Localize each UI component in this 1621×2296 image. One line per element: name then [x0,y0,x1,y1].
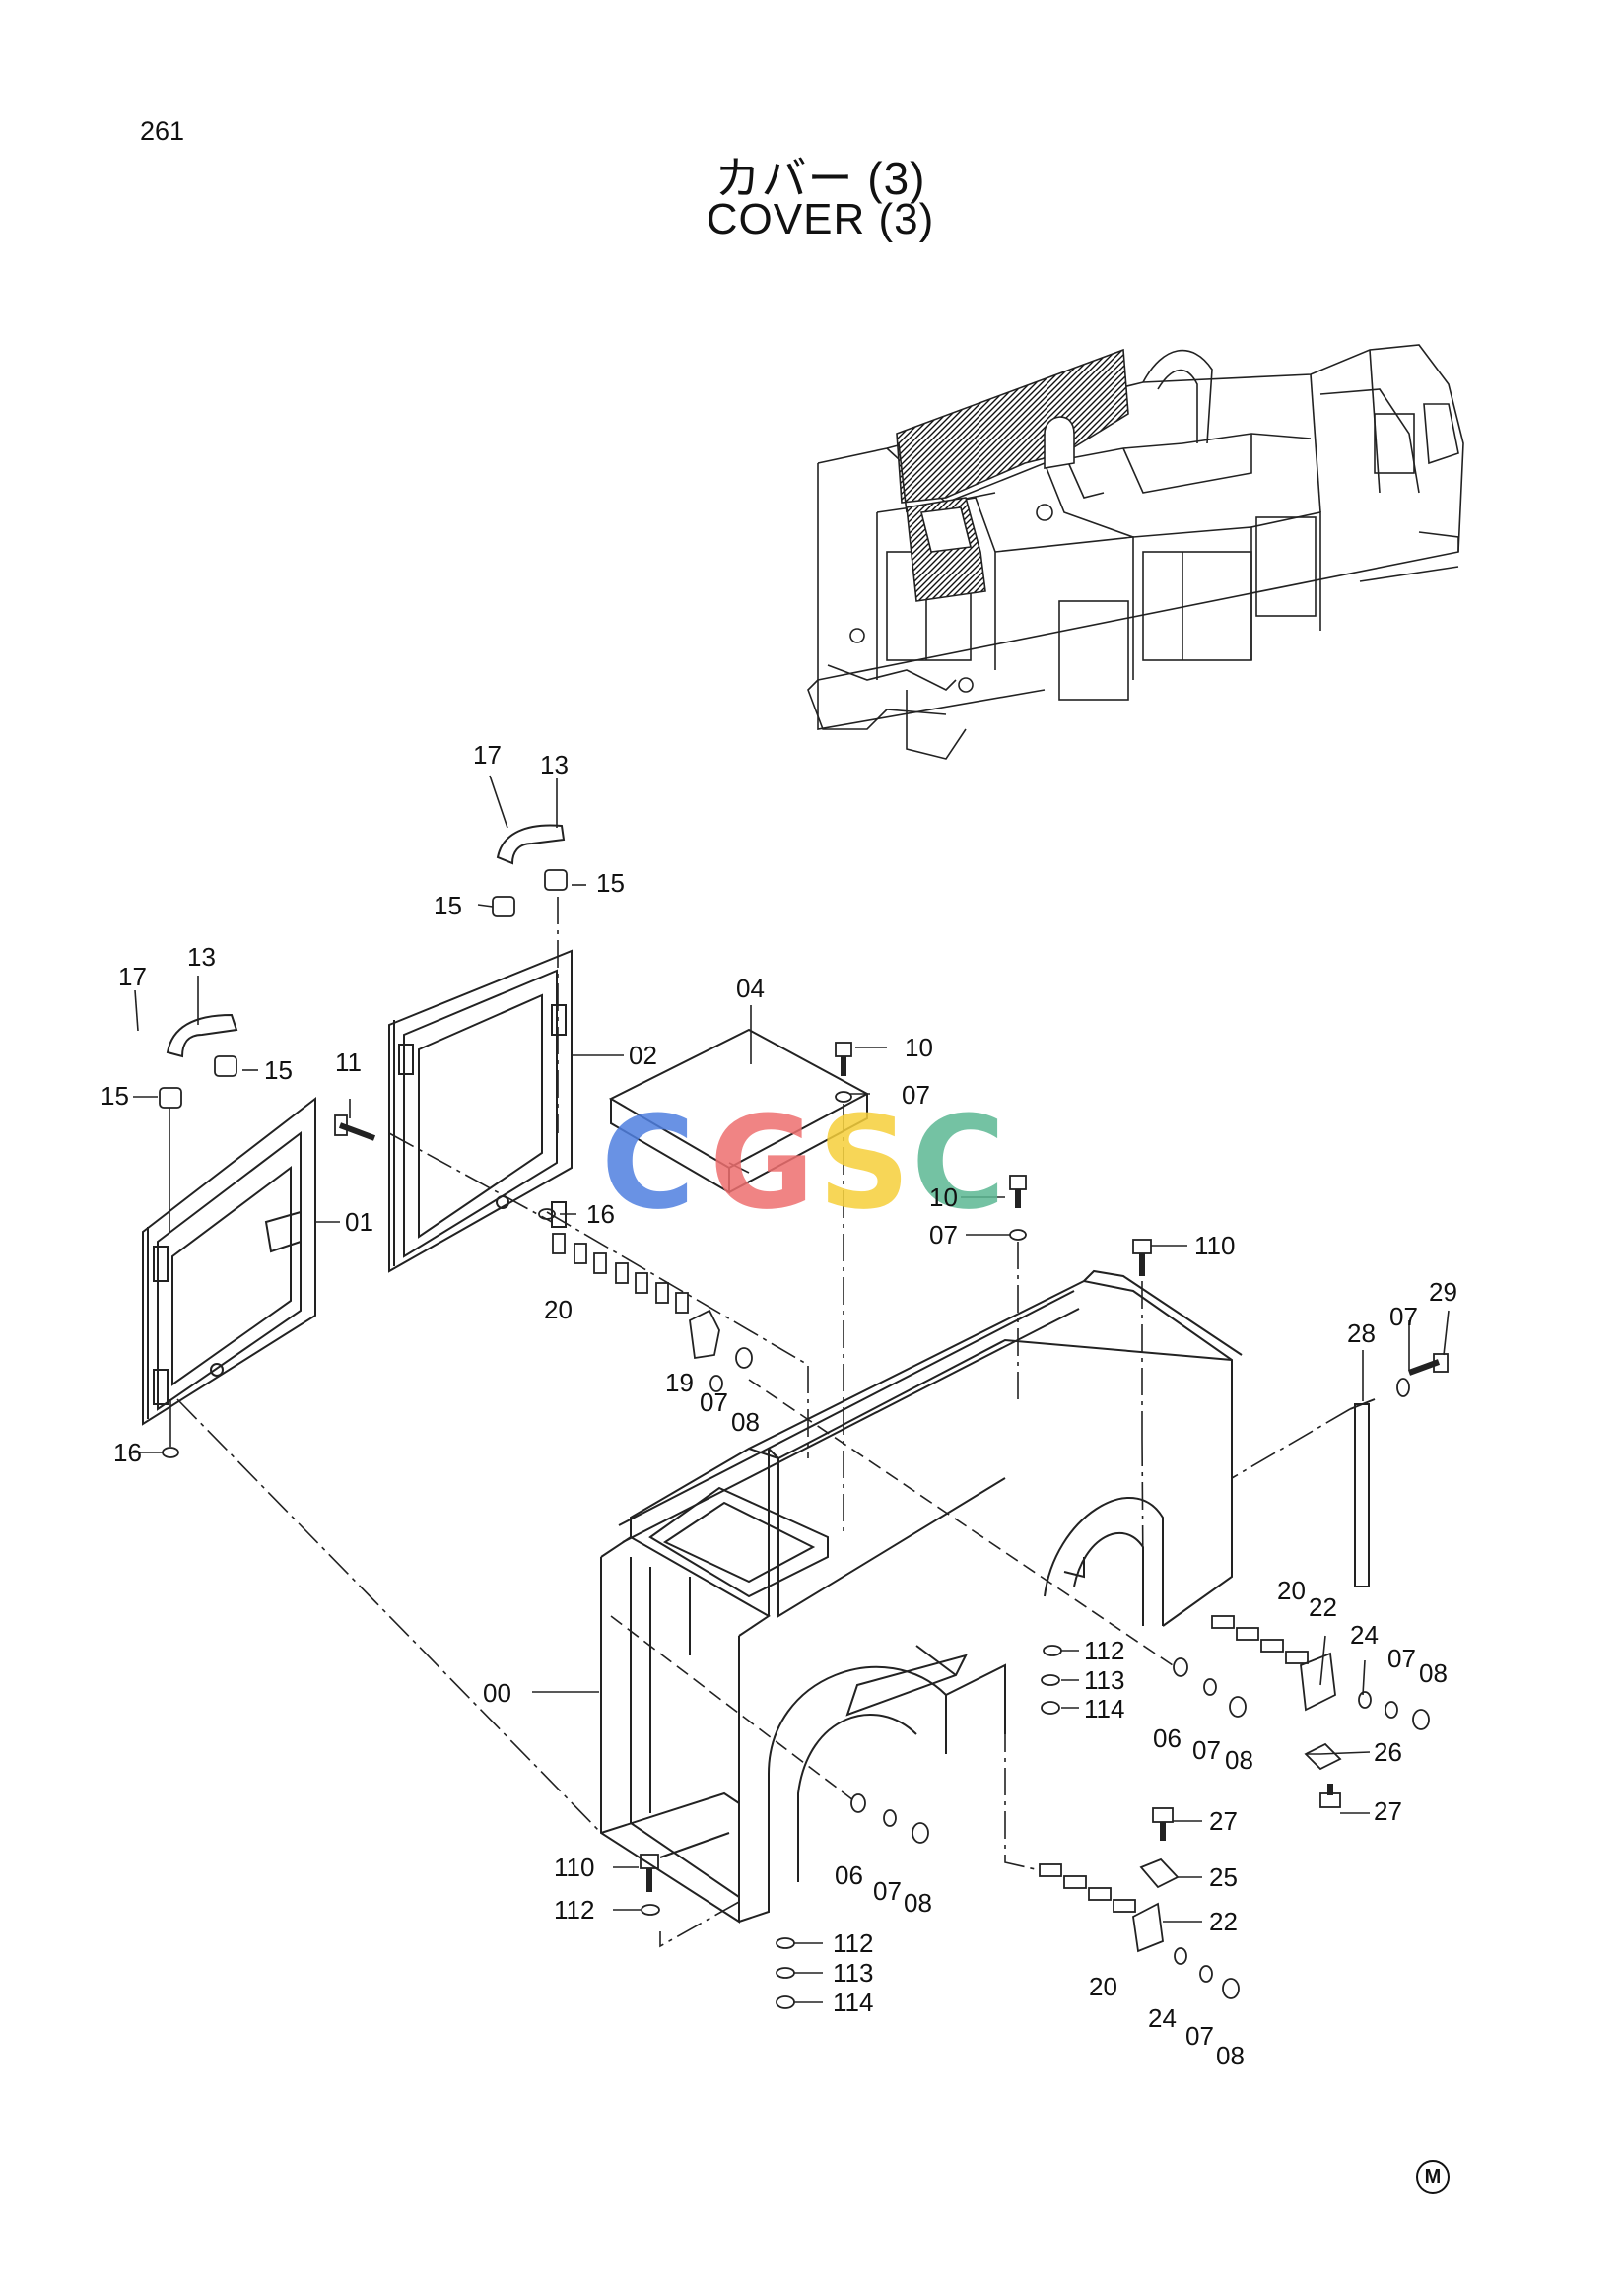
callout-label: 07 [1389,1302,1418,1331]
callout-label: 20 [544,1295,573,1324]
hardware-fasteners [159,869,1449,2009]
callout-label: 24 [1148,2003,1177,2033]
callout-label: 15 [264,1055,293,1085]
callout-label: 15 [596,868,625,898]
callout-label: 26 [1374,1737,1402,1767]
callout-label: 112 [554,1895,594,1925]
page-title-japanese: カバー (3) [714,153,926,204]
callout-label: 11 [335,1047,362,1077]
callout-label: 07 [902,1080,930,1110]
callout-label: 13 [187,942,216,972]
callout-label: 25 [1209,1862,1238,1892]
callout-label: 07 [873,1876,902,1906]
cover-frame-00 [600,1269,1376,1924]
leader-lines [132,775,1450,2003]
callout-label: 02 [629,1041,657,1070]
callout-label: 08 [1216,2041,1245,2070]
maker-mark: M [1416,2160,1450,2194]
callout-label: 07 [929,1220,958,1249]
watermark-letter-s: S [818,1088,911,1238]
callout-label: 29 [1429,1277,1457,1307]
callout-label: 112 [833,1928,873,1958]
callout-label: 15 [434,891,462,920]
callout-label: 27 [1374,1796,1402,1826]
callout-label: 114 [833,1988,873,2017]
callout-label: 16 [586,1199,615,1229]
callout-label: 08 [1419,1658,1448,1688]
watermark-letter-c1: C [601,1088,695,1238]
callout-label: 08 [731,1407,760,1437]
callout-label: 19 [665,1368,694,1397]
callout-label: 13 [540,750,569,779]
machine-overview-illustration [807,344,1464,760]
callout-label: 15 [101,1081,129,1111]
door-panel-01 [142,1096,316,1426]
callout-label: 17 [473,740,502,770]
callout-label: 04 [736,974,765,1003]
callout-label: 113 [833,1958,873,1988]
callout-label: 06 [835,1860,863,1890]
callout-label: 07 [1192,1735,1221,1765]
part-callouts: 17 13 15 15 17 13 15 15 11 02 01 16 16 0… [101,740,1457,2070]
callout-label: 01 [345,1207,373,1237]
callout-label: 110 [1194,1231,1235,1260]
callout-label: 113 [1084,1665,1124,1695]
page-number: 261 [140,116,185,146]
callout-label: 10 [905,1033,933,1062]
callout-label: 28 [1347,1318,1376,1348]
callout-label: 07 [1185,2021,1214,2051]
callout-label: 08 [1225,1745,1253,1775]
callout-label: 20 [1277,1576,1306,1605]
callout-label: 17 [118,962,147,991]
watermark-letter-g: G [709,1088,815,1238]
callout-label: 110 [554,1853,594,1882]
door-panel-02 [388,949,573,1273]
callout-label: 27 [1209,1806,1238,1836]
callout-label: 06 [1153,1723,1182,1753]
callout-label: 00 [483,1678,511,1708]
door-handle-13 [166,824,566,1058]
callout-label: 16 [113,1438,142,1467]
callout-label: 24 [1350,1620,1379,1650]
cgsc-watermark: C G S C [601,1088,1005,1238]
callout-label: 112 [1084,1636,1124,1665]
callout-label: 08 [904,1888,932,1918]
callout-label: 07 [700,1387,728,1417]
callout-label: 07 [1387,1644,1416,1673]
callout-label: 20 [1089,1972,1117,2001]
callout-label: 10 [929,1182,958,1212]
callout-label: 114 [1084,1694,1124,1723]
callout-label: 22 [1209,1907,1238,1936]
page-title-english: COVER (3) [706,195,935,243]
callout-label: 22 [1309,1592,1337,1622]
watermark-letter-c2: C [912,1088,1005,1238]
